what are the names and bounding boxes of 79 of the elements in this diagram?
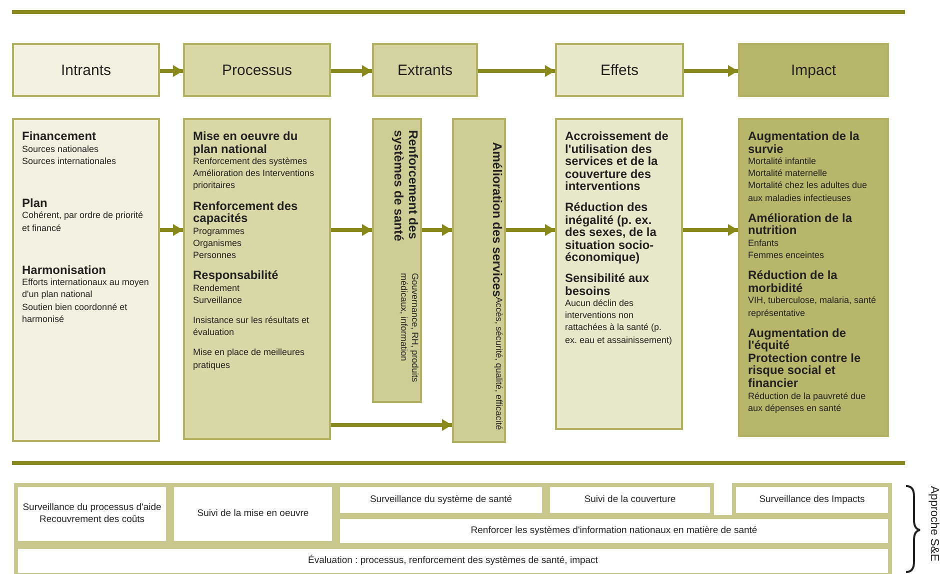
section-heading: Renforcement des capacités: [193, 200, 299, 225]
content-box: [555, 118, 683, 430]
list-item: Sources nationales: [22, 142, 100, 155]
stage-header-box: [12, 43, 160, 97]
section-heading: Plan: [22, 196, 48, 210]
column-subtext: Accès, sécurité, qualité, efficacité: [493, 296, 504, 430]
arrow: [683, 224, 738, 236]
list-item: Mortalité maternelle: [748, 167, 828, 180]
section-heading: Harmonisation: [22, 264, 108, 276]
monitoring-box: [546, 483, 714, 517]
list-item: Mortalité chez les adultes due aux maladies infectieuses: [748, 179, 868, 204]
list-item: Aucun déclin des interventions non rattachées à la santé (p. ex. eau et assainissement): [565, 297, 674, 346]
list-item: Réduction de la pauvreté due aux dépenses en santé: [748, 390, 867, 414]
column-heading: Renforcement des systèmes de santé: [390, 130, 420, 244]
arrow: [160, 224, 183, 236]
section-heading: Financement: [22, 130, 98, 143]
arrow: [506, 224, 555, 236]
list-item: Mortalité infantile: [748, 155, 818, 168]
arrow: [478, 65, 555, 77]
monitoring-box: [732, 483, 892, 517]
column-heading: Amélioration des services: [489, 142, 504, 297]
section-heading: Augmentation de l'équité: [748, 326, 847, 352]
list-item: Cohérent, par ordre de priorité et financé: [22, 209, 144, 234]
list-item: Soutien bien coordonné et harmonisé: [22, 300, 128, 325]
list-item: Amélioration des Interventions prioritaires: [193, 167, 316, 192]
stage-header-box: [555, 43, 684, 97]
section-heading: Responsabilité: [193, 269, 280, 282]
stage-title: Intrants: [60, 62, 112, 78]
stage-title: Extrants: [397, 62, 453, 78]
monitoring-text: Surveillance du processus d'aide: [22, 502, 162, 514]
list-item: Personnes: [193, 249, 238, 262]
list-item: VIH, tuberculose, malaria, santé représentative: [748, 294, 878, 319]
content-box: [183, 118, 331, 440]
section-heading: Accroissement de l'utilisation des services et de la couverture des interventions: [565, 130, 670, 193]
monitoring-box: [336, 515, 892, 547]
stage-title: Impact: [790, 62, 836, 78]
list-item: Sources internationales: [22, 154, 118, 167]
section-heading: Augmentation de la survie: [748, 130, 860, 156]
arrow: [684, 65, 738, 77]
monitoring-text: Suivi de la couverture: [584, 494, 676, 506]
section-heading: Amélioration de la nutrition: [748, 212, 854, 237]
section-heading: Mise en oeuvre du plan national: [193, 130, 299, 156]
arrow: [160, 65, 183, 77]
stage-title: Processus: [222, 62, 292, 78]
list-item: Organismes: [193, 236, 243, 250]
arrow: [422, 224, 452, 236]
list-item: Insistance sur les résultats et évaluation: [193, 314, 310, 338]
monitoring-text: Surveillance du système de santé: [370, 494, 512, 506]
monitoring-box: [14, 545, 892, 574]
arrow: [331, 419, 452, 431]
stage-header-box: [738, 43, 889, 97]
section-heading: Sensibilité aux besoins: [565, 272, 650, 298]
monitoring-text: Suivi de la mise en oeuvre: [197, 508, 309, 520]
stage-title: Effets: [600, 62, 639, 78]
content-box: [12, 118, 160, 442]
arrow: [331, 224, 372, 236]
list-item: Efforts internationaux au moyen d'un plan national: [22, 276, 150, 301]
stage-header-box: [372, 43, 478, 97]
section-heading: Réduction de la morbidité: [748, 269, 838, 294]
output-column-box: [452, 118, 506, 443]
list-item: Rendement: [193, 282, 241, 294]
list-item: Enfants: [748, 236, 780, 250]
monitoring-text: Surveillance des Impacts: [759, 494, 865, 506]
list-item: Programmes: [193, 224, 246, 237]
list-item: Femmes enceintes: [748, 249, 826, 262]
monitoring-text: Évaluation : processus, renforcement des systèmes de santé, impact: [308, 554, 598, 568]
monitoring-text: Renforcer les systèmes d'information nationaux en matière de santé: [470, 524, 758, 538]
side-label: Approche S&E: [928, 486, 940, 562]
section-heading: Réduction des inégalité (p. ex. des sexes, de la situation socio-économique): [565, 200, 658, 264]
stage-header-box: [183, 43, 331, 97]
section-heading: Protection contre le risque social et financier: [748, 352, 862, 390]
list-item: Surveillance: [193, 294, 244, 306]
list-item: Renforcement des systèmes: [193, 156, 308, 168]
output-column-box: [372, 118, 422, 403]
content-box: [738, 118, 889, 437]
arrow: [331, 65, 372, 77]
list-item: Mise en place de meilleures pratiques: [193, 346, 306, 371]
monitoring-text: Recouvrement des coûts: [39, 514, 145, 526]
column-subtext: Gouvernance, RH, produits médicaux, information: [398, 273, 420, 384]
